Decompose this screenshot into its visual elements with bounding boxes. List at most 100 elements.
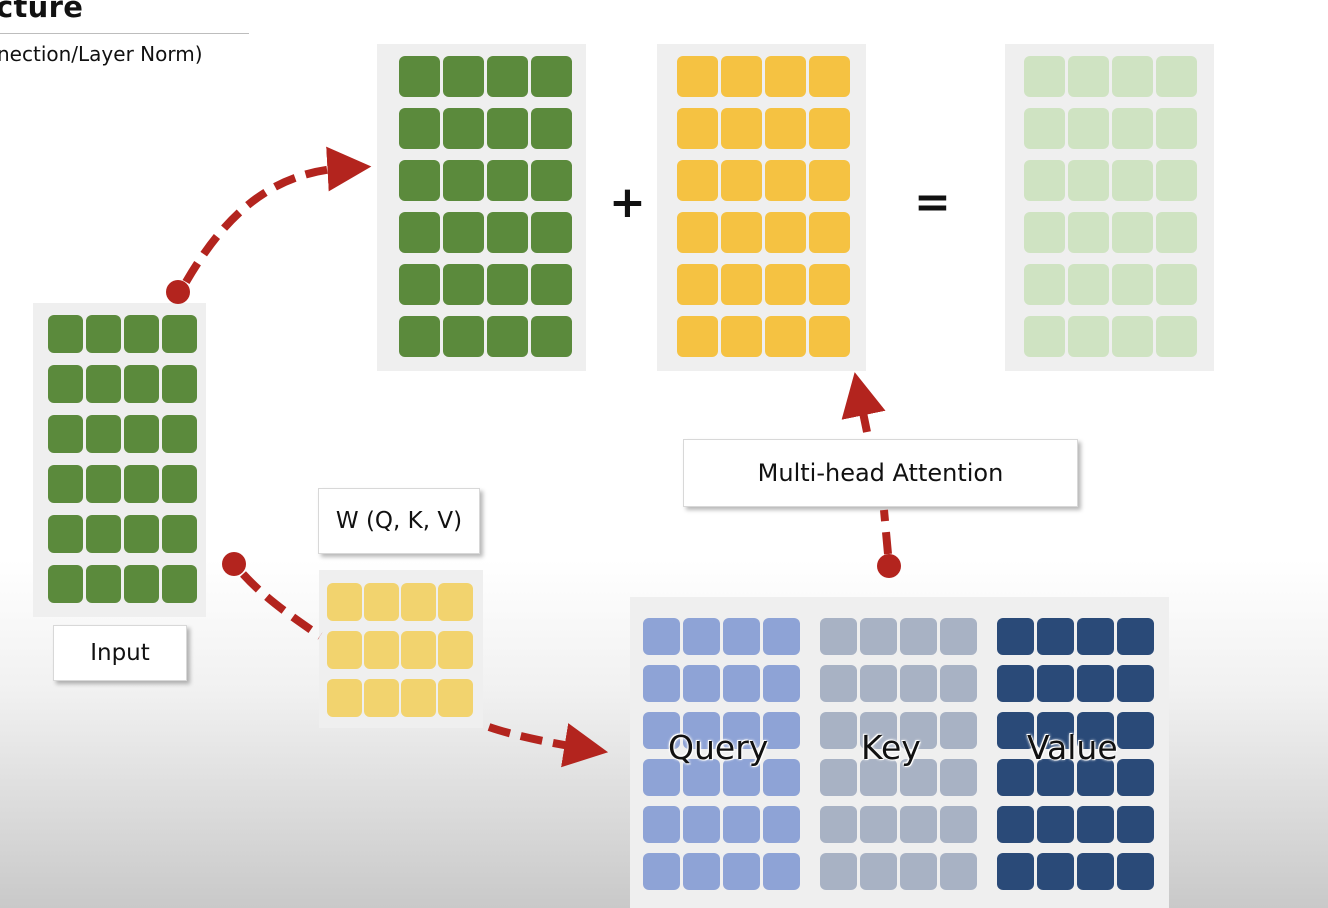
matrix-cell bbox=[997, 759, 1034, 796]
matrix-cell bbox=[1077, 618, 1114, 655]
matrix-cell bbox=[1077, 665, 1114, 702]
matrix-cell bbox=[162, 365, 197, 403]
matrix-cell bbox=[809, 264, 850, 305]
matrix-cell bbox=[1024, 316, 1065, 357]
matrix-cell bbox=[443, 316, 484, 357]
matrix-cell bbox=[677, 108, 718, 149]
matrix-cell bbox=[643, 712, 680, 749]
matrix-cell bbox=[677, 56, 718, 97]
weights-arrow bbox=[240, 571, 323, 640]
matrix-cell bbox=[531, 212, 572, 253]
matrix-cell bbox=[1068, 212, 1109, 253]
matrix-cell bbox=[1077, 759, 1114, 796]
matrix-cell bbox=[900, 853, 937, 890]
matrix-cell bbox=[438, 583, 473, 621]
matrix-cell bbox=[86, 465, 121, 503]
matrix-cell bbox=[765, 264, 806, 305]
matrix-cell bbox=[765, 108, 806, 149]
matrix-cell bbox=[1117, 712, 1154, 749]
matrix-cell bbox=[940, 618, 977, 655]
matrix-cell bbox=[643, 759, 680, 796]
matrix-cell bbox=[399, 212, 440, 253]
matrix-cell bbox=[860, 806, 897, 843]
matrix-cell bbox=[1117, 665, 1154, 702]
matrix-cell bbox=[327, 679, 362, 717]
matrix-cell bbox=[438, 679, 473, 717]
matrix-cell bbox=[643, 665, 680, 702]
matrix-cell bbox=[997, 853, 1034, 890]
matrix-cell bbox=[1024, 264, 1065, 305]
matrix-cell bbox=[763, 853, 800, 890]
matrix-cell bbox=[1037, 665, 1074, 702]
key-matrix bbox=[820, 618, 977, 890]
matrix-cell bbox=[860, 853, 897, 890]
value-label: Value bbox=[1027, 728, 1118, 767]
matrix-cell bbox=[1117, 806, 1154, 843]
matrix-cell bbox=[683, 853, 720, 890]
matrix-cell bbox=[723, 759, 760, 796]
matrix-cell bbox=[723, 712, 760, 749]
matrix-cell bbox=[1112, 160, 1153, 201]
matrix-cell bbox=[683, 665, 720, 702]
matrix-cell bbox=[820, 665, 857, 702]
attention-label: Multi-head Attention bbox=[683, 439, 1078, 507]
matrix-cell bbox=[765, 212, 806, 253]
matrix-cell bbox=[531, 56, 572, 97]
matrix-cell bbox=[1037, 853, 1074, 890]
matrix-cell bbox=[399, 108, 440, 149]
weights-matrix bbox=[327, 583, 473, 717]
matrix-cell bbox=[124, 515, 159, 553]
matrix-cell bbox=[124, 315, 159, 353]
matrix-cell bbox=[1112, 264, 1153, 305]
matrix-cell bbox=[820, 806, 857, 843]
matrix-cell bbox=[1068, 108, 1109, 149]
matrix-cell bbox=[721, 160, 762, 201]
matrix-cell bbox=[162, 565, 197, 603]
matrix-cell bbox=[820, 618, 857, 655]
matrix-cell bbox=[48, 365, 83, 403]
matrix-cell bbox=[997, 665, 1034, 702]
matrix-cell bbox=[1077, 853, 1114, 890]
matrix-cell bbox=[721, 212, 762, 253]
matrix-cell bbox=[643, 618, 680, 655]
qkv-panel bbox=[630, 597, 1169, 908]
matrix-cell bbox=[763, 665, 800, 702]
page-title: cture bbox=[0, 0, 84, 24]
matrix-cell bbox=[643, 806, 680, 843]
matrix-cell bbox=[1156, 316, 1197, 357]
residual-arrow bbox=[182, 146, 372, 285]
matrix-cell bbox=[900, 712, 937, 749]
matrix-cell bbox=[364, 679, 399, 717]
arrow-origin-dot bbox=[877, 554, 901, 578]
matrix-cell bbox=[1117, 618, 1154, 655]
matrix-cell bbox=[820, 712, 857, 749]
residual-matrix-panel bbox=[377, 44, 586, 371]
matrix-cell bbox=[86, 365, 121, 403]
attention-out-arrow bbox=[841, 372, 886, 433]
matrix-cell bbox=[48, 515, 83, 553]
matrix-cell bbox=[677, 316, 718, 357]
matrix-cell bbox=[900, 665, 937, 702]
matrix-cell bbox=[1112, 56, 1153, 97]
matrix-cell bbox=[401, 583, 436, 621]
matrix-cell bbox=[763, 618, 800, 655]
matrix-cell bbox=[940, 712, 977, 749]
matrix-cell bbox=[1037, 759, 1074, 796]
matrix-cell bbox=[900, 806, 937, 843]
matrix-cell bbox=[1156, 212, 1197, 253]
matrix-cell bbox=[997, 806, 1034, 843]
matrix-cell bbox=[1112, 108, 1153, 149]
matrix-cell bbox=[763, 712, 800, 749]
matrix-cell bbox=[643, 853, 680, 890]
input-matrix bbox=[48, 315, 197, 603]
matrix-cell bbox=[443, 108, 484, 149]
matrix-cell bbox=[721, 108, 762, 149]
matrix-cell bbox=[940, 759, 977, 796]
key-label: Key bbox=[861, 728, 921, 767]
query-matrix bbox=[643, 618, 800, 890]
matrix-cell bbox=[721, 316, 762, 357]
attention-output-matrix bbox=[677, 56, 850, 357]
matrix-cell bbox=[723, 806, 760, 843]
matrix-cell bbox=[399, 56, 440, 97]
plus-operator: + bbox=[609, 177, 646, 228]
